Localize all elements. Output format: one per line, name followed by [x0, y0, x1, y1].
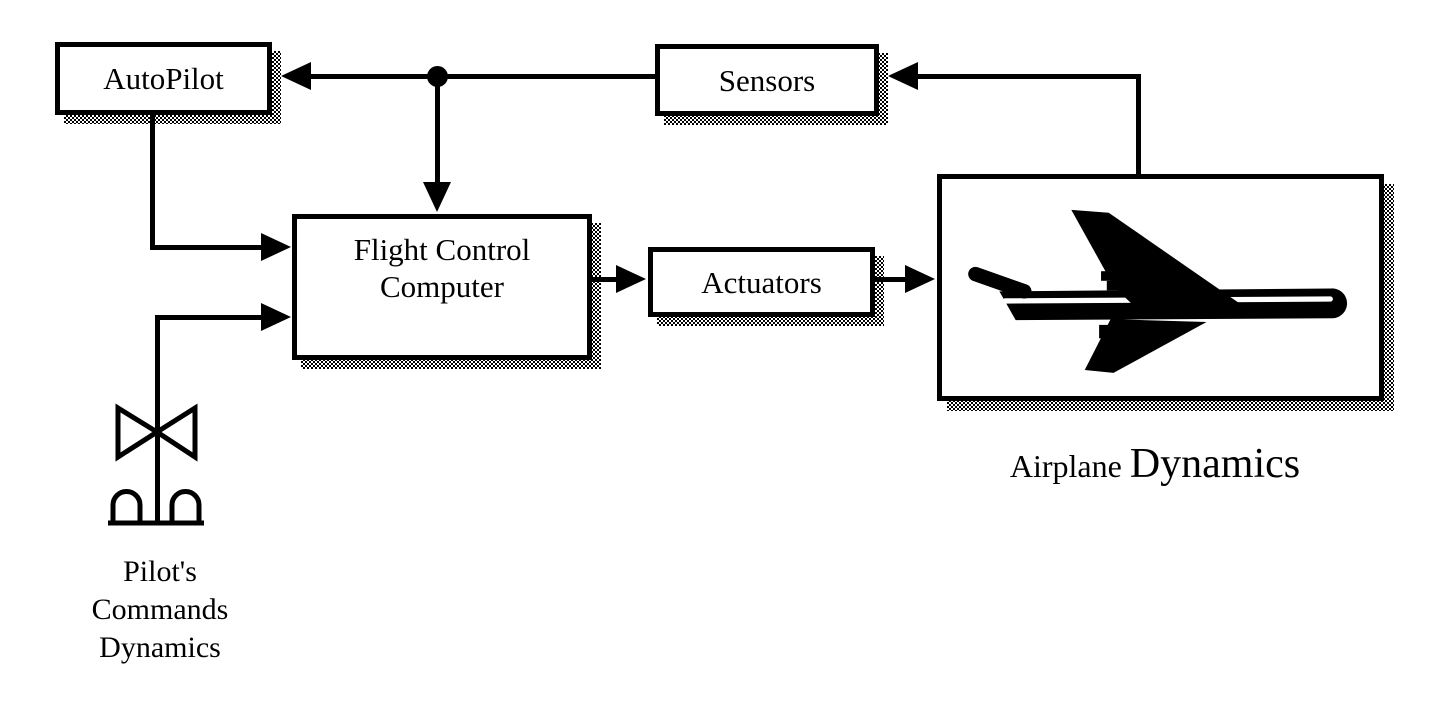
arrowhead-into-autopilot: [281, 62, 311, 90]
arrowhead-into-fcc-lower: [261, 303, 291, 331]
line-autopilot-to-fcc: [150, 245, 263, 250]
node-airplane-dynamics: [937, 174, 1384, 401]
fcc-label-line1: Flight Control: [353, 232, 531, 267]
line-airplane-to-sensors-vertical: [1136, 76, 1141, 176]
line-fcc-to-actuators: [589, 277, 618, 282]
flight-control-computer-label: Flight Control Computer: [354, 231, 531, 305]
pilot-controls-icon: [108, 403, 204, 526]
arrowhead-into-fcc-top: [423, 182, 451, 212]
arrowhead-into-airplane: [905, 265, 935, 293]
line-sensors-to-autopilot: [308, 74, 657, 79]
arrowhead-into-actuators: [616, 265, 646, 293]
autopilot-label: AutoPilot: [103, 61, 224, 96]
airplane-caption-small: Airplane: [1009, 448, 1122, 484]
node-flight-control-computer: Flight Control Computer: [292, 214, 592, 360]
pilot-caption-line2: Commands: [91, 593, 229, 626]
actuators-label: Actuators: [701, 264, 822, 300]
node-actuators: Actuators: [648, 247, 875, 317]
airplane-caption-large: Dynamics: [1129, 441, 1301, 487]
arrowhead-into-fcc-upper: [261, 233, 291, 261]
node-sensors: Sensors: [655, 44, 879, 116]
line-pilot-to-fcc: [155, 315, 263, 320]
pilot-caption-line3: Dynamics: [99, 631, 221, 664]
fcc-label-line2: Computer: [380, 269, 504, 304]
line-airplane-to-sensors-horizontal: [916, 74, 1141, 79]
airplane-icon: [968, 209, 1348, 373]
sensors-label: Sensors: [718, 62, 816, 98]
line-pilot-stem: [155, 315, 160, 523]
junction-dot: [427, 66, 448, 87]
node-autopilot: AutoPilot: [55, 42, 272, 115]
line-autopilot-drop: [150, 114, 155, 250]
line-junction-to-fcc: [435, 76, 440, 184]
line-actuators-to-airplane: [873, 277, 908, 282]
airplane-dynamics-caption: Airplane Dynamics: [990, 440, 1320, 488]
arrowhead-into-sensors: [888, 62, 918, 90]
pilots-commands-caption: Pilot's Commands Dynamics: [70, 553, 250, 667]
pilot-caption-line1: Pilot's: [123, 555, 197, 588]
